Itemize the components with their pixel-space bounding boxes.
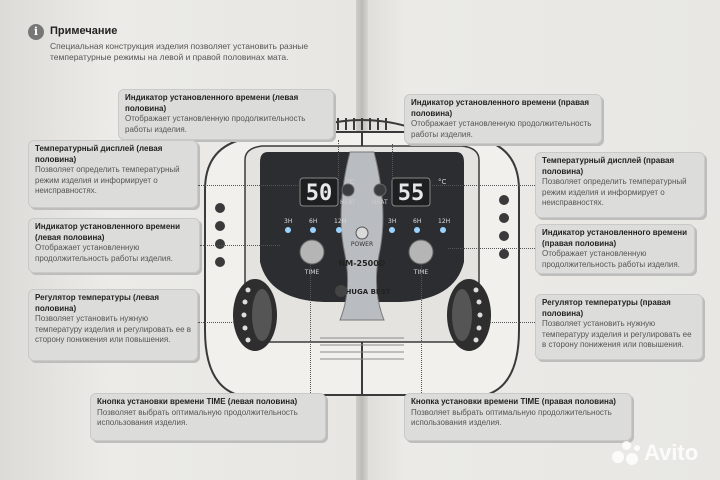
callout-time-indicator-top-left: Индикатор установленного времени (левая … bbox=[118, 89, 334, 140]
left-display bbox=[299, 177, 339, 207]
svg-text:12H: 12H bbox=[334, 218, 346, 225]
left-time-button bbox=[299, 239, 325, 265]
right-display-value: 55 bbox=[398, 181, 425, 206]
power-button bbox=[355, 226, 369, 240]
leader-reg-right bbox=[490, 322, 535, 323]
note-title: Примечание bbox=[50, 25, 118, 37]
right-degree-label: °C bbox=[438, 178, 447, 186]
right-time-label: TIME bbox=[413, 269, 429, 276]
left-display-value: 50 bbox=[306, 181, 333, 206]
callout-time-indicator-mid-right: Индикатор установленного времени (правая… bbox=[535, 224, 695, 274]
callout-time-indicator-top-right: Индикатор установленного времени (правая… bbox=[404, 94, 602, 144]
leader-btn-right bbox=[421, 264, 422, 393]
note-text: Специальная конструкция изделия позволяе… bbox=[50, 41, 309, 62]
svg-text:3H: 3H bbox=[284, 218, 292, 225]
model-label: NM-2500D bbox=[339, 259, 386, 268]
callout-time-button-right: Кнопка установки времени TIME (правая по… bbox=[404, 393, 632, 441]
callout-time-button-left: Кнопка установки времени TIME (левая пол… bbox=[90, 393, 326, 441]
svg-text:12H: 12H bbox=[438, 218, 450, 225]
callout-time-indicator-mid-left: Индикатор установленного времени (левая … bbox=[28, 218, 200, 273]
leader-time-top-right bbox=[392, 144, 393, 180]
leader-temp-left bbox=[198, 185, 298, 186]
callout-temp-regulator-left: Регулятор температуры (левая половина) П… bbox=[28, 289, 198, 361]
leader-time-top-left bbox=[338, 140, 339, 180]
note-block: i Примечание Специальная конструкция изд… bbox=[28, 24, 332, 76]
avito-logo-icon bbox=[612, 441, 640, 465]
callout-temp-regulator-right: Регулятор температуры (правая половина) … bbox=[535, 294, 703, 360]
right-display bbox=[391, 177, 431, 207]
brand-logo-icon bbox=[335, 285, 347, 297]
svg-text:6H: 6H bbox=[413, 218, 421, 225]
right-heat-led bbox=[373, 183, 387, 197]
avito-watermark: Avito bbox=[612, 440, 698, 466]
left-temp-dial bbox=[233, 279, 277, 351]
callout-temp-display-left: Температурный дисплей (левая половина) П… bbox=[28, 140, 198, 208]
left-side-buttons bbox=[215, 203, 225, 267]
right-temp-dial bbox=[447, 279, 491, 351]
avito-text: Avito bbox=[644, 440, 699, 465]
leader-temp-right bbox=[430, 185, 535, 186]
svg-text:6H: 6H bbox=[309, 218, 317, 225]
leader-btn-left bbox=[310, 264, 311, 393]
info-icon: i bbox=[28, 24, 44, 40]
left-time-label: TIME bbox=[304, 269, 320, 276]
left-hour-leds: 3H 6H 12H bbox=[284, 218, 346, 233]
left-degree-label: °C bbox=[346, 178, 355, 186]
right-side-buttons bbox=[499, 195, 509, 259]
brand-label: HUGA BEST bbox=[345, 288, 390, 296]
bottom-vents bbox=[320, 337, 404, 360]
left-heat-led bbox=[341, 183, 355, 197]
leader-time-mid-left bbox=[200, 245, 280, 246]
power-label: POWER bbox=[351, 241, 373, 248]
right-time-button bbox=[408, 239, 434, 265]
right-heat-label: HEAT bbox=[372, 199, 388, 206]
leader-time-mid-right bbox=[448, 248, 535, 249]
callout-temp-display-right: Температурный дисплей (правая половина) … bbox=[535, 152, 705, 218]
left-heat-label: HEAT bbox=[340, 199, 356, 206]
svg-text:3H: 3H bbox=[388, 218, 396, 225]
right-hour-leds: 3H 6H 12H bbox=[388, 218, 450, 233]
leader-reg-left bbox=[198, 322, 234, 323]
